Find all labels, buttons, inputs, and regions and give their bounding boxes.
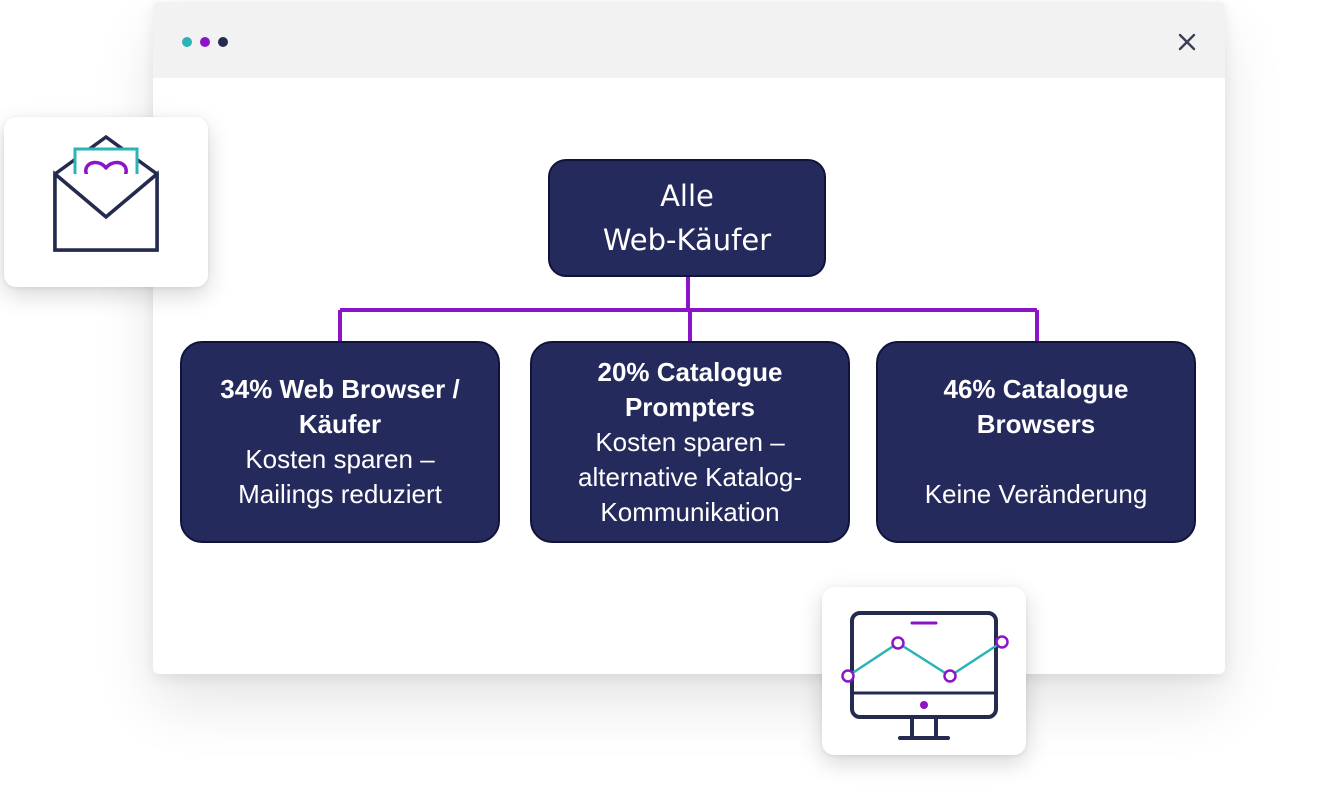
close-button[interactable]: [1173, 28, 1201, 56]
window-titlebar: [153, 2, 1225, 78]
diagram-node-catalogue-prompters: 20% Catalogue Prompters Kosten sparen – …: [530, 341, 850, 543]
root-node-label: Alle Web-Käufer: [602, 179, 772, 257]
node-description: Keine Veränderung: [924, 479, 1148, 509]
node-description: Kosten sparen – alternative Katalog- Kom…: [577, 426, 803, 527]
node-description: Kosten sparen – Mailings reduziert: [238, 444, 442, 509]
diagram-node-catalogue-browsers: 46% Catalogue Browsers Keine Veränderung: [876, 341, 1196, 543]
window-dot-purple-icon: [200, 37, 210, 47]
window-dot-navy-icon: [218, 37, 228, 47]
node-title: 20% Catalogue Prompters: [597, 356, 783, 422]
window-dot-teal-icon: [182, 37, 192, 47]
envelope-card: [4, 117, 208, 287]
node-title: 34% Web Browser / Käufer: [220, 374, 460, 439]
diagram-node-web-browser: 34% Web Browser / Käufer Kosten sparen –…: [180, 341, 500, 543]
close-icon: [1178, 33, 1196, 51]
node-title: 46% Catalogue Browsers: [943, 374, 1129, 439]
app-window: [153, 2, 1225, 674]
envelope-heart-icon: [53, 134, 159, 252]
monitor-chart-icon: [841, 611, 1009, 740]
monitor-card: [822, 587, 1026, 755]
diagram-root-node: Alle Web-Käufer: [548, 159, 826, 277]
